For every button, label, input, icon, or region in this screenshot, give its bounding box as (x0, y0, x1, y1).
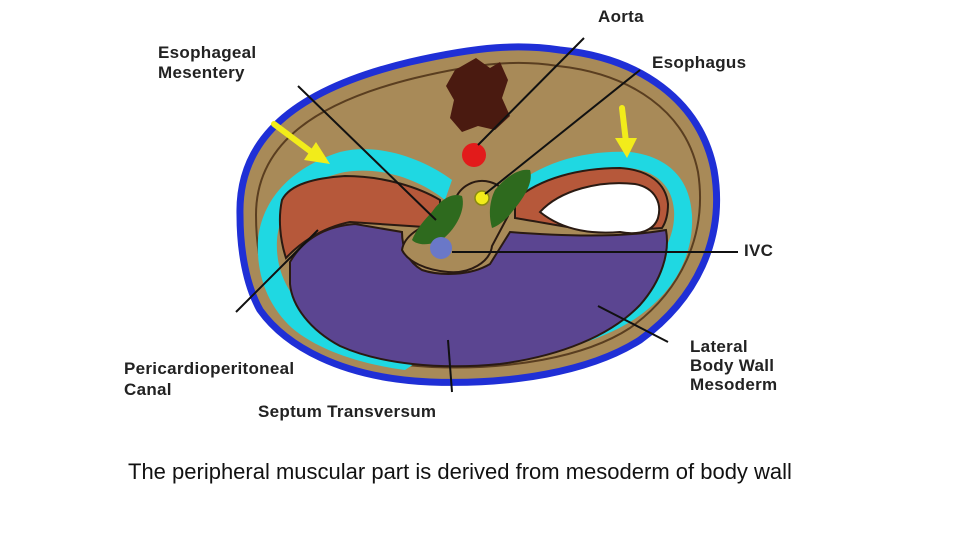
yellow-arrow-right (615, 105, 637, 158)
label-esophageal-mesentery-line1: Esophageal (158, 43, 256, 62)
slide-caption: The peripheral muscular part is derived … (128, 459, 792, 484)
lateral-body-wall-leader (597, 305, 669, 343)
aorta-leader (477, 37, 585, 146)
esophagus-leader (484, 69, 641, 195)
label-septum-transversum: Septum Transversum (258, 402, 436, 421)
cavity-opening (538, 182, 661, 235)
mesentery-left (412, 194, 463, 245)
pericardioperitoneal-leader (235, 229, 319, 313)
label-aorta: Aorta (598, 7, 644, 26)
mesentery-right (489, 169, 531, 228)
septum-transversum-leader (447, 339, 453, 393)
label-esophageal-mesentery-line2: Mesentery (158, 63, 245, 82)
vertebral-mass (446, 58, 510, 132)
aorta-vessel (462, 143, 486, 167)
esophageal-mesentery-leader (297, 85, 437, 221)
label-esophagus: Esophagus (652, 53, 746, 72)
label-lateral-body-wall-line1: Lateral (690, 337, 748, 356)
label-pericardioperitoneal-line1: Pericardioperitoneal (124, 359, 294, 378)
yellow-arrow-left (271, 121, 330, 164)
label-lateral-body-wall-line3: Mesoderm (690, 375, 777, 394)
cyan-band-right (510, 151, 693, 358)
ivc-vessel (430, 237, 452, 259)
label-pericardioperitoneal-line2: Canal (124, 380, 172, 399)
pleural-tissue-left (278, 174, 441, 260)
label-ivc: IVC (744, 241, 773, 260)
label-lateral-body-wall-line2: Body Wall (690, 356, 774, 375)
